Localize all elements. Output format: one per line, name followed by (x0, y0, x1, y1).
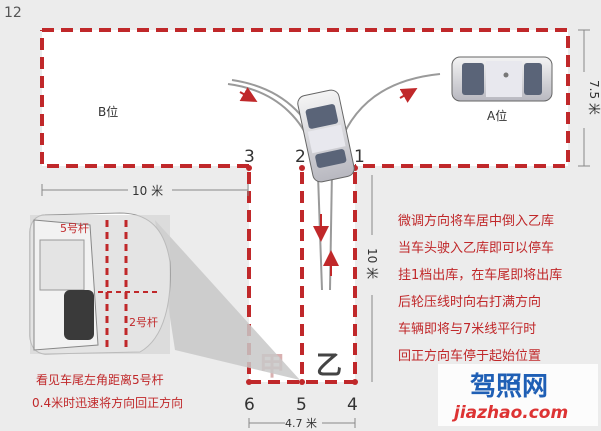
instruction-left-2: 0.4米时迅速将方向回正方向 (32, 395, 183, 410)
watermark-url: jiazhao.com (451, 403, 568, 423)
point-1: 1 (354, 147, 365, 167)
pole-5-label: 5号杆 (60, 221, 89, 235)
top-bay-border (40, 28, 570, 168)
bay-a-label: A位 (487, 108, 507, 123)
point-5: 5 (296, 395, 307, 415)
instruction-right-1: 微调方向将车居中倒入乙库 (398, 213, 554, 229)
direction-arrows (239, 87, 418, 276)
instruction-left-1: 看见车尾左角距离5号杆 (36, 372, 164, 387)
car-center (297, 89, 355, 183)
instruction-right-5: 车辆即将与7米线平行时 (398, 321, 536, 337)
pole-2-label: 2号杆 (129, 315, 158, 329)
instruction-right-6: 回正方向车停于起始位置 (398, 348, 541, 364)
right-height-label: 7.5 米 (587, 80, 601, 115)
car-a-bay (451, 56, 553, 102)
point-3: 3 (244, 147, 255, 167)
bay-b-label: B位 (98, 104, 118, 119)
watermark-chinese: 驾照网 (470, 372, 548, 402)
lane-length-label: 10 米 (365, 248, 379, 279)
point-6: 6 (244, 395, 255, 415)
lane-width-label: 4.7 米 (285, 417, 317, 430)
top-width-label: 10 米 (132, 184, 163, 198)
instructions-right: 微调方向将车居中倒入乙库 当车头驶入乙库即可以停车 挂1档出库，在车尾即将出库 … (398, 213, 562, 364)
view-beam (155, 220, 300, 380)
watermark: 驾照网 jiazhao.com (438, 364, 598, 426)
arrow-left-bay (239, 87, 258, 102)
instruction-right-3: 挂1档出库，在车尾即将出库 (398, 267, 562, 283)
lane-length-dimension: 10 米 (365, 175, 379, 382)
point-2: 2 (295, 147, 306, 167)
arrow-right-bay (399, 88, 418, 103)
instruction-right-2: 当车头驶入乙库即可以停车 (398, 240, 554, 256)
lane-width-dimension: 4.7 米 (248, 417, 356, 430)
figure-number: 12 (4, 5, 22, 21)
rear-view-inset: 5号杆 2号杆 (29, 212, 300, 380)
instruction-right-4: 后轮压线时向右打满方向 (398, 294, 541, 310)
garage-right-label: 乙 (316, 351, 342, 381)
right-height-dimension: 7.5 米 (578, 29, 601, 167)
point-4: 4 (347, 395, 358, 415)
top-width-dimension: 10 米 (41, 184, 249, 198)
rear-wheel (64, 290, 94, 340)
